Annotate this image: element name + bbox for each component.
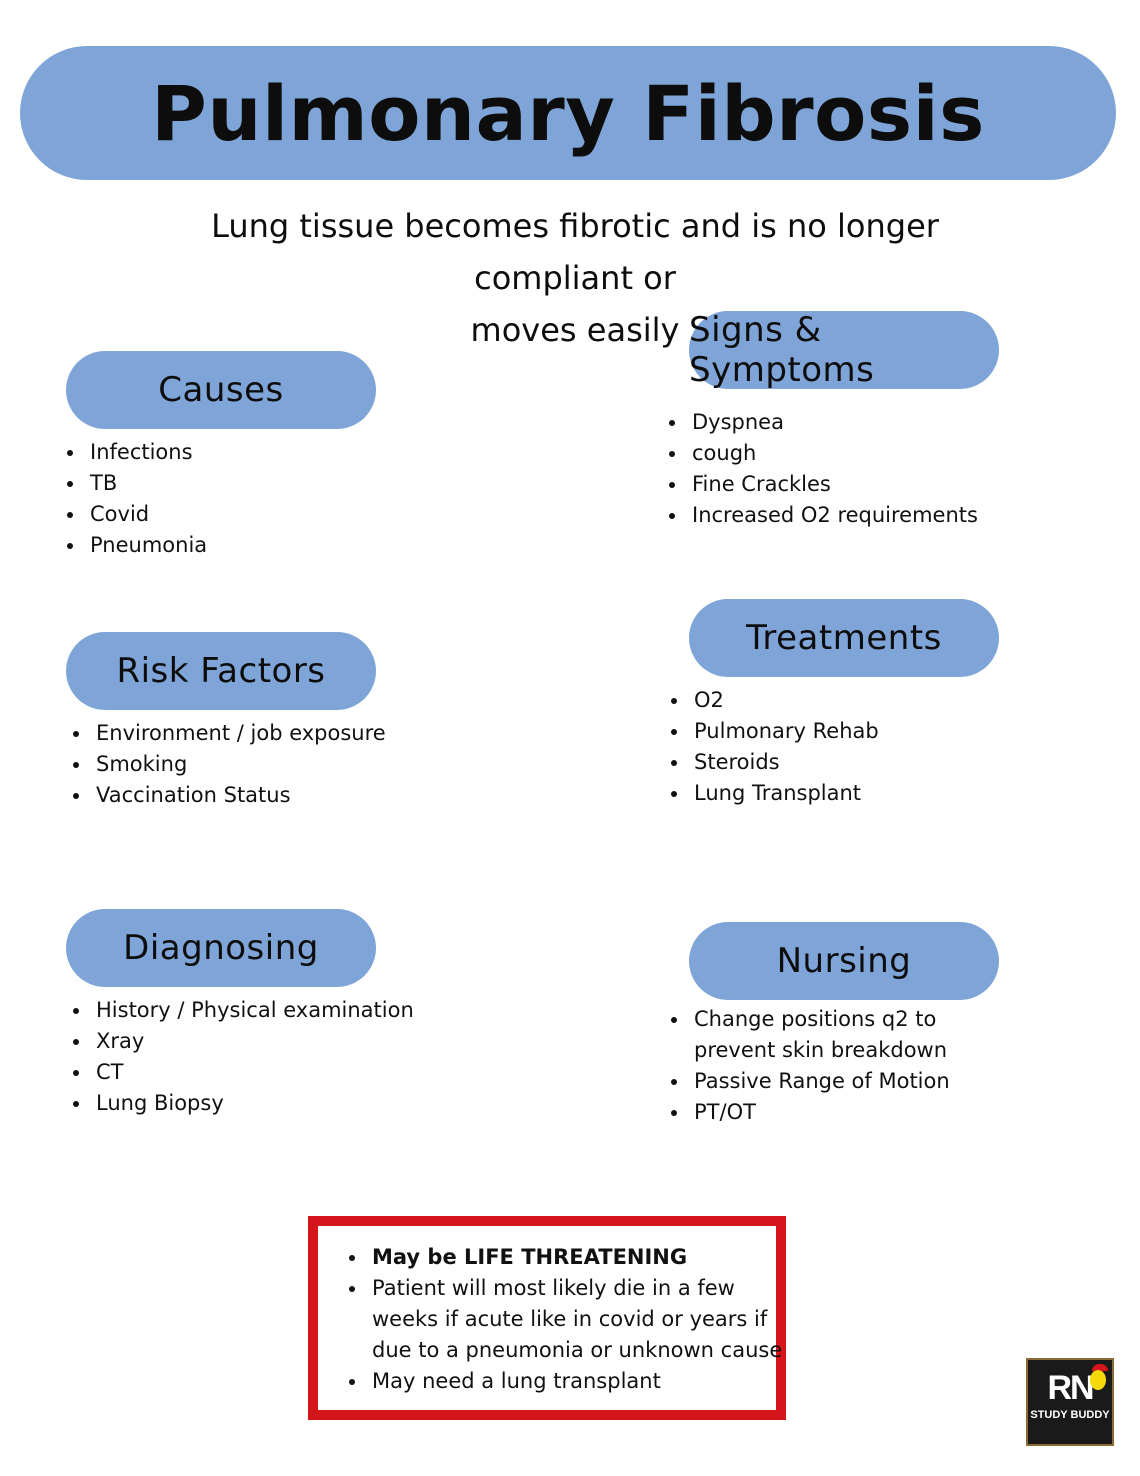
list-item: Change positions q2 to prevent skin brea…	[690, 1004, 990, 1066]
list-item: TB	[86, 468, 207, 499]
list-item: Vaccination Status	[92, 780, 386, 811]
page-title: Pulmonary Fibrosis	[20, 46, 1116, 180]
list-item: May be LIFE THREATENING	[368, 1242, 788, 1273]
list-item: Covid	[86, 499, 207, 530]
risk-factors-heading: Risk Factors	[66, 632, 376, 710]
definition: Lung tissue becomes fibrotic and is no l…	[130, 200, 1020, 356]
list-item: Smoking	[92, 749, 386, 780]
list-item: Lung Transplant	[690, 778, 879, 809]
list-item: Increased O2 requirements	[688, 500, 978, 531]
pencil-mascot-icon	[1090, 1370, 1106, 1390]
treatments-heading: Treatments	[689, 599, 999, 677]
nursing-list: Change positions q2 to prevent skin brea…	[664, 1004, 990, 1128]
list-item: Infections	[86, 437, 207, 468]
list-item: Patient will most likely die in a few we…	[368, 1273, 788, 1366]
list-item: Fine Crackles	[688, 469, 978, 500]
graduation-hat-icon	[1092, 1364, 1108, 1371]
list-item: PT/OT	[690, 1097, 990, 1128]
warning-box: May be LIFE THREATENING Patient will mos…	[308, 1216, 786, 1420]
causes-list: Infections TB Covid Pneumonia	[60, 437, 207, 561]
list-item: CT	[92, 1057, 414, 1088]
list-item: Xray	[92, 1026, 414, 1057]
signs-symptoms-list: Dyspnea cough Fine Crackles Increased O2…	[662, 407, 978, 531]
nursing-heading: Nursing	[689, 922, 999, 1000]
list-item: Steroids	[690, 747, 879, 778]
warning-list: May be LIFE THREATENING Patient will mos…	[342, 1242, 788, 1397]
list-item: Passive Range of Motion	[690, 1066, 990, 1097]
definition-line-2: moves easily	[470, 311, 680, 349]
logo-study-buddy-text: STUDY BUDDY	[1030, 1409, 1110, 1421]
list-item: History / Physical examination	[92, 995, 414, 1026]
list-item: May need a lung transplant	[368, 1366, 788, 1397]
definition-line-1: Lung tissue becomes fibrotic and is no l…	[211, 207, 939, 297]
list-item: Pulmonary Rehab	[690, 716, 879, 747]
list-item: Pneumonia	[86, 530, 207, 561]
list-item: Lung Biopsy	[92, 1088, 414, 1119]
list-item: cough	[688, 438, 978, 469]
list-item: O2	[690, 685, 879, 716]
treatments-list: O2 Pulmonary Rehab Steroids Lung Transpl…	[664, 685, 879, 809]
logo-rn-text: RN	[1047, 1369, 1094, 1407]
causes-heading: Causes	[66, 351, 376, 429]
signs-symptoms-heading: Signs & Symptoms	[689, 310, 999, 390]
list-item: Dyspnea	[688, 407, 978, 438]
rn-study-buddy-logo: RN STUDY BUDDY	[1026, 1358, 1114, 1446]
list-item: Environment / job exposure	[92, 718, 386, 749]
risk-factors-list: Environment / job exposure Smoking Vacci…	[66, 718, 386, 811]
diagnosing-heading: Diagnosing	[66, 909, 376, 987]
diagnosing-list: History / Physical examination Xray CT L…	[66, 995, 414, 1119]
